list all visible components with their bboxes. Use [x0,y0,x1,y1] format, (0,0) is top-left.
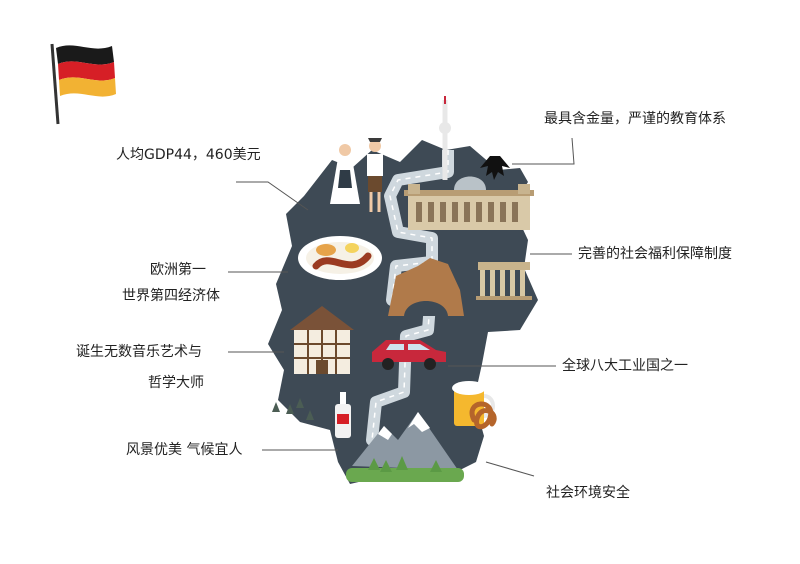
brandenburg-gate-icon [476,262,532,300]
rock-arch-icon [388,258,464,316]
timber-house-icon [290,306,354,374]
label-scenery: 风景优美 气候宜人 [126,442,243,458]
tree-icon [368,456,442,472]
car-icon [372,340,446,370]
reichstag-building-icon [404,176,534,230]
leader-lines [228,137,575,477]
tv-tower-icon [439,96,451,180]
traditional-couple-icon [330,138,383,212]
label-industry: 全球八大工业国之一 [562,358,688,374]
label-education: 最具含金量，严谨的教育体系 [544,111,726,127]
pretzel-icon [469,401,497,430]
label-europe-first: 欧洲第一 [150,262,206,278]
label-music-line2: 哲学大师 [148,375,204,391]
label-gdp: 人均GDP44，460美元 [116,147,261,163]
tree-icon [272,398,314,420]
label-welfare: 完善的社会福利保障制度 [578,246,732,262]
eagle-emblem-icon [480,156,510,180]
food-plate-icon [298,236,382,280]
german-flag-icon [50,43,116,125]
label-safety: 社会环境安全 [546,485,630,501]
label-world-fourth: 世界第四经济体 [122,288,220,304]
label-music-line1: 诞生无数音乐艺术与 [76,344,202,360]
bottle-icon [335,392,351,438]
